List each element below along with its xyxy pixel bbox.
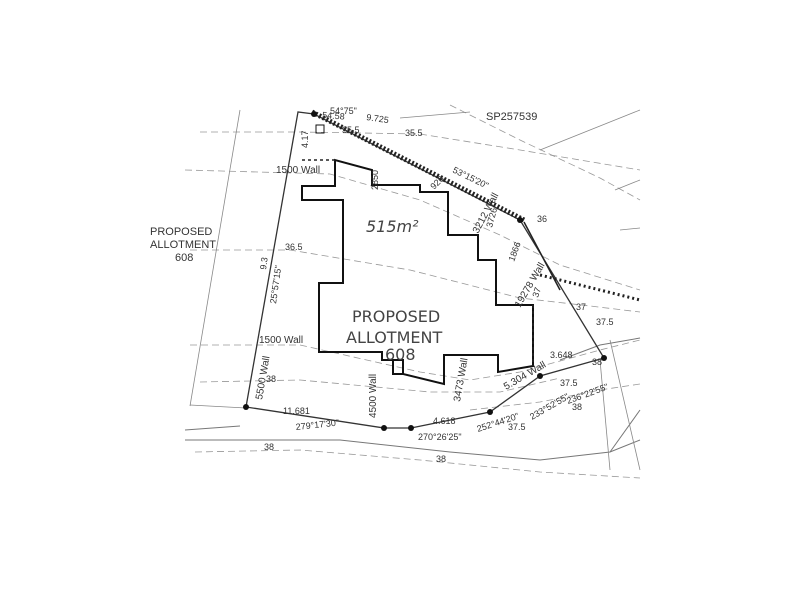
building-inner-lobby [392,359,404,375]
contour-labels: 35.5 35.5 36 36.5 37 37.5 37.5 37.5 38 3… [264,125,614,464]
road-edges [184,337,641,461]
wall-label: 4500 Wall [368,374,379,418]
allotment-boundary [245,111,606,429]
contour-label: 38 [266,374,276,384]
contour-label: 36.5 [285,242,303,252]
dimension-label: 11.681 [283,406,310,416]
dimension-label: 4.618 [433,416,456,426]
survey-point [601,355,607,361]
wall-label: 19278 Wall [513,261,547,310]
contour-label: 36 [537,214,547,224]
contour-label: 37.5 [508,422,526,432]
main-allotment-line2: ALLOTMENT [346,328,442,347]
wall-labels: 1500 Wall 1500 Wall 5500 Wall 4500 Wall … [254,165,548,418]
bearing-labels: 279°17'30" 270°26'25" 252°44'20" 233°52'… [268,106,610,442]
neighbour-allotment-label: PROPOSED ALLOTMENT 608 [150,226,216,264]
contour-label: 37 [576,302,586,312]
bearing-label: 54°75" [330,106,357,116]
survey-point [243,404,249,410]
neighbour-allotment-line2: ALLOTMENT [150,239,216,251]
neighbour-allotment-line1: PROPOSED [150,226,212,238]
survey-point [408,425,414,431]
contour-label: 37.5 [596,317,614,327]
dimension-label: 4.17 [300,130,310,148]
dimension-label: 1866 [506,240,522,262]
wall-label: 1500 Wall [259,335,303,346]
survey-plan-ref: SP257539 [486,111,537,123]
dimension-label: 9.725 [366,112,390,125]
survey-point [381,425,387,431]
survey-points [243,111,607,431]
main-allotment-label: PROPOSED ALLOTMENT 608 [346,307,442,364]
bearing-label: 279°17'30" [295,417,339,431]
survey-marker [315,124,325,134]
building-footprint [301,158,534,386]
main-allotment-line1: PROPOSED [352,307,440,326]
contour-label: 38 [592,357,602,367]
survey-point [487,409,493,415]
lot-area: 515m² [366,217,419,236]
dimension-label: 54.58 [322,110,345,122]
dimension-label: 37 [530,286,543,299]
neighbour-boundaries [189,109,641,471]
contour-label: 38 [264,442,274,452]
bearing-label: 270°26'25" [418,432,462,442]
contour-label: 37.5 [560,378,578,388]
bearing-label: 53°15'20" [451,165,490,191]
survey-point [311,111,317,117]
main-allotment-line3: 608 [385,345,416,364]
survey-point [517,217,523,223]
retaining-wall-hatch [310,109,641,302]
dimension-label: 2850 [370,170,380,190]
survey-point [537,373,543,379]
dimension-label: 926 [428,174,446,192]
dimension-label: 3.648 [550,350,573,360]
contour-label: 38 [436,454,446,464]
contour-label: 35.5 [405,128,423,138]
wall-label: 1500 Wall [276,165,320,176]
contour-lines [184,104,641,479]
dimension-label: 9.3 [258,256,270,270]
contour-label: 38 [572,402,582,412]
contour-label: 35.5 [342,125,360,135]
neighbour-allotment-line3: 608 [175,252,193,264]
